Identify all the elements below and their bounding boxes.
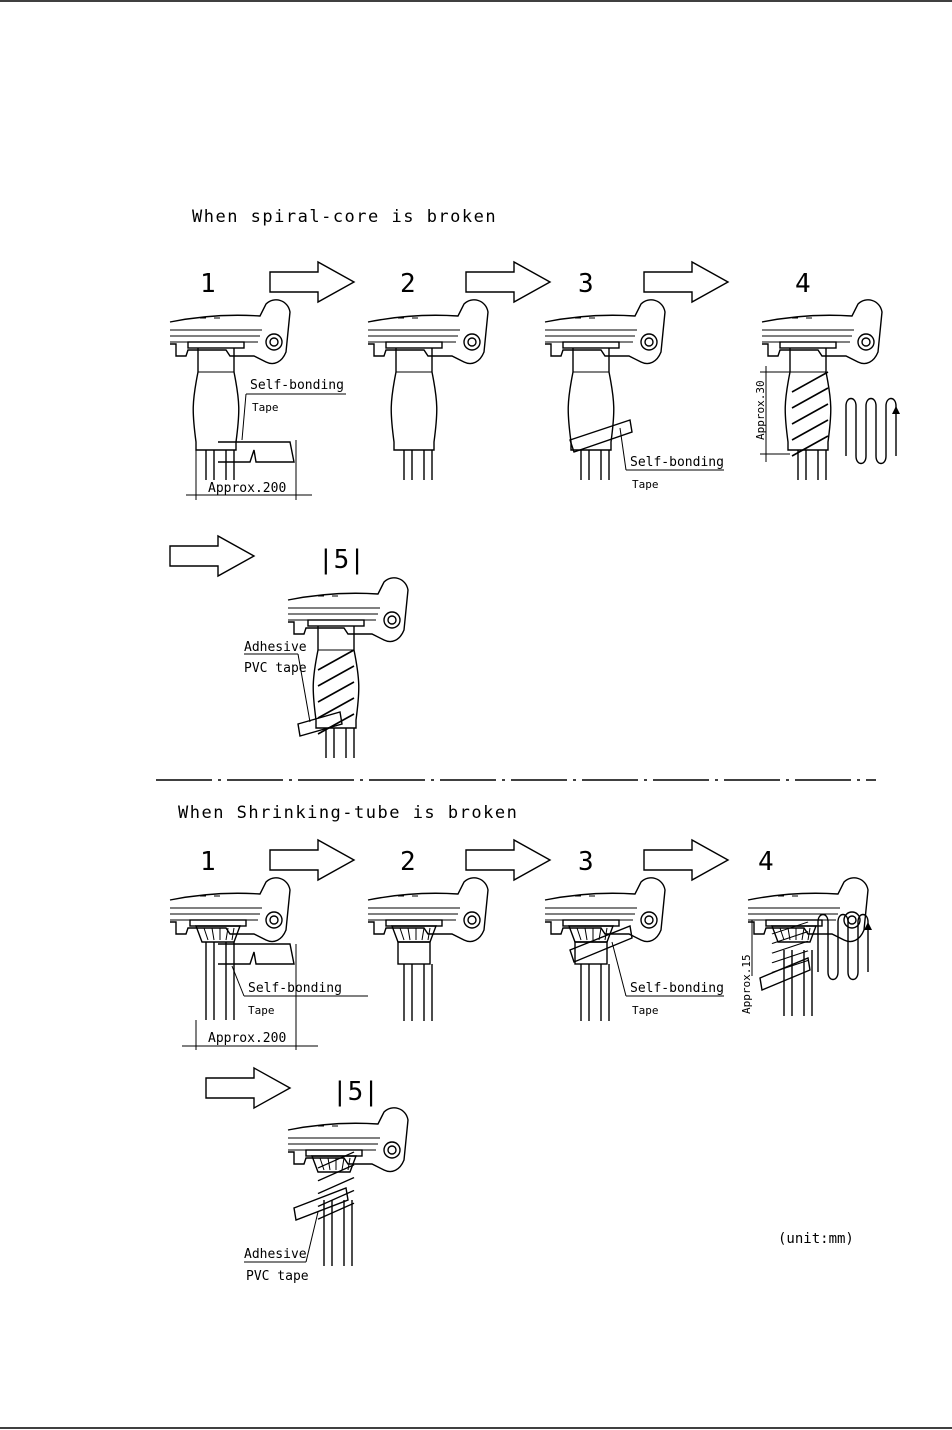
s2-step1-self-bonding-label: Self-bonding: [248, 981, 342, 996]
s2-step-2-number: 2: [400, 847, 416, 877]
s1-arrow-4-icon: [169, 535, 255, 577]
s2-step-1-number: 1: [200, 847, 216, 877]
s1-step-1-number: 1: [200, 269, 216, 299]
s2-step3-self-bonding-label: Self-bonding: [630, 981, 724, 996]
s1-step1-self-bonding-label: Self-bonding: [250, 378, 344, 393]
s1-step-2-number: 2: [400, 269, 416, 299]
s2-arrow-4-icon: [205, 1067, 291, 1109]
s2-step4-approx-label: Approx.15: [740, 954, 753, 1014]
section1-title: When spiral-core is broken: [192, 207, 497, 227]
s2-step2-figure: [367, 877, 489, 1023]
unit-note: (unit:mm): [778, 1231, 854, 1247]
s1-step4-figure: [760, 299, 901, 481]
s2-step1-approx-label: Approx.200: [208, 1031, 286, 1046]
s2-step-3-number: 3: [578, 847, 594, 877]
section2-title: When Shrinking-tube is broken: [178, 803, 518, 823]
s2-step5-adhesive-label: Adhesive: [244, 1247, 307, 1262]
s1-arrow-3-icon: [643, 261, 729, 303]
s2-step1-figure: [169, 877, 368, 1050]
s1-step2-figure: [367, 299, 489, 481]
s1-step-5-number: |5|: [318, 545, 365, 575]
s1-step1-tape-label: Tape: [252, 401, 279, 414]
s1-step3-self-bonding-label: Self-bonding: [630, 455, 724, 470]
s1-step5-adhesive-label: Adhesive: [244, 640, 307, 655]
s1-step-4-number: 4: [795, 269, 811, 299]
s1-step5-figure: [244, 577, 409, 759]
s2-arrow-1-icon: [269, 839, 355, 881]
s1-step-3-number: 3: [578, 269, 594, 299]
s1-step5-pvc-label: PVC tape: [244, 661, 307, 676]
s2-step-4-number: 4: [758, 847, 774, 877]
s2-step3-tape-label: Tape: [632, 1004, 659, 1017]
s1-arrow-2-icon: [465, 261, 551, 303]
s2-step4-figure: [747, 877, 873, 1018]
s2-step5-figure: [244, 1107, 409, 1268]
s1-step1-figure: [169, 299, 346, 500]
s2-step1-tape-label: Tape: [248, 1004, 275, 1017]
s2-step3-figure: [544, 877, 724, 1023]
s1-arrow-1-icon: [269, 261, 355, 303]
s1-step4-approx-label: Approx.30: [754, 380, 767, 440]
s1-step3-tape-label: Tape: [632, 478, 659, 491]
s2-arrow-2-icon: [465, 839, 551, 881]
s2-step-5-number: |5|: [332, 1077, 379, 1107]
s2-arrow-3-icon: [643, 839, 729, 881]
s2-step5-pvc-label: PVC tape: [246, 1269, 309, 1284]
s1-step1-approx-label: Approx.200: [208, 481, 286, 496]
s1-step3-figure: [544, 299, 724, 481]
